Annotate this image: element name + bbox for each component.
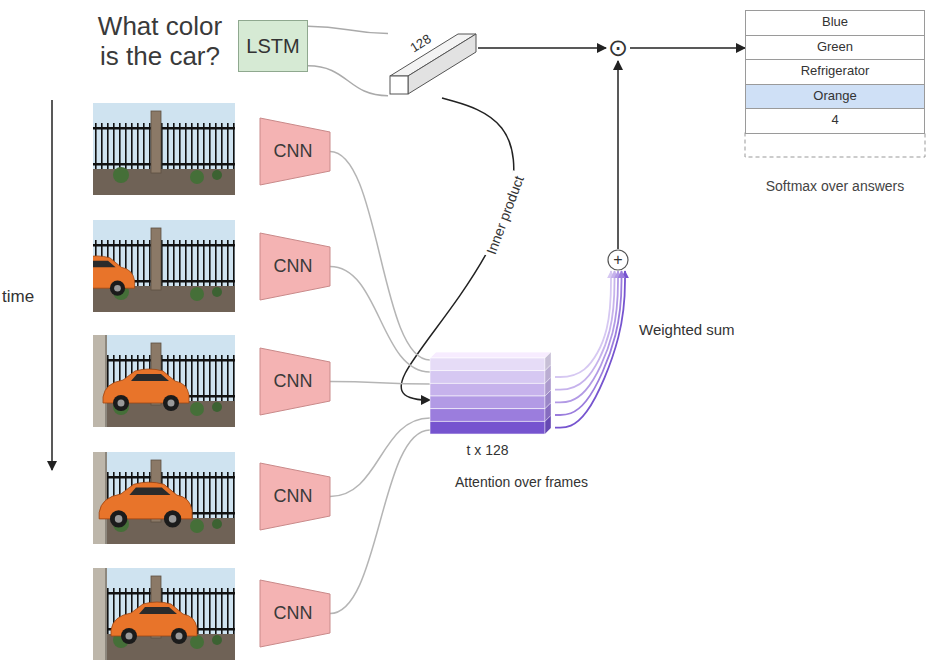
connector <box>617 61 619 249</box>
table-caption: Softmax over answers <box>745 178 925 194</box>
answer-text: Refrigerator <box>801 64 870 79</box>
cnn-box: CNN <box>260 463 330 530</box>
connector <box>308 26 388 33</box>
connector-strand <box>555 271 618 402</box>
lstm-box: LSTM <box>238 20 308 72</box>
question-vector: 128 <box>388 22 478 98</box>
answer-table: Softmax over answers BlueGreenRefrigerato… <box>745 10 925 206</box>
question-text: What color is the car? <box>86 12 234 72</box>
cnn-label: CNN <box>274 603 317 624</box>
connector-strand <box>555 271 622 415</box>
cnn-label: CNN <box>274 256 317 277</box>
answer-cell: Green <box>745 35 925 61</box>
scene-image <box>93 103 235 195</box>
operator-symbol: + <box>613 252 622 268</box>
answer-text: Orange <box>813 89 856 104</box>
operator-symbol: ⊙ <box>608 36 628 60</box>
empty-answer-row <box>745 133 925 158</box>
attention-stack: t x 128 <box>430 350 555 462</box>
connector <box>330 152 430 361</box>
vector-prism <box>388 22 478 98</box>
connector <box>478 47 606 49</box>
axis-label: time <box>2 287 34 307</box>
lstm-label: LSTM <box>246 35 299 58</box>
cnn-box: CNN <box>260 118 330 185</box>
scene-image <box>93 568 235 660</box>
connector <box>330 267 430 373</box>
cnn-label: CNN <box>274 141 317 162</box>
time-arrow <box>51 100 53 470</box>
connector-strand <box>308 66 388 96</box>
caption: Attention over frames <box>455 474 588 490</box>
sum-circle: + <box>607 249 629 271</box>
cnn-label: CNN <box>274 486 317 507</box>
product-symbol: ⊙ <box>606 35 630 61</box>
cnn-label: CNN <box>274 371 317 392</box>
connector <box>630 47 745 49</box>
scene-image <box>93 335 235 427</box>
connector <box>330 418 430 497</box>
answer-cell: Refrigerator <box>745 59 925 85</box>
answer-cell: 4 <box>745 108 925 134</box>
answer-cell: Blue <box>745 10 925 36</box>
stack-size: t x 128 <box>430 442 545 458</box>
connector <box>555 271 625 428</box>
cnn-box: CNN <box>260 580 330 647</box>
answer-text: Blue <box>822 15 848 30</box>
answer-text: Green <box>817 40 853 55</box>
cnn-box: CNN <box>260 233 330 300</box>
edge-label: Weighted sum <box>636 321 738 338</box>
answer-text: 4 <box>831 113 838 128</box>
edge-label: Inner product <box>482 170 528 259</box>
connector <box>330 382 430 385</box>
answer-cell: Orange <box>745 84 925 110</box>
connector-strand <box>555 271 615 390</box>
scene-image <box>53 220 235 312</box>
scene-image <box>93 452 235 544</box>
connector <box>330 430 430 614</box>
cnn-box: CNN <box>260 348 330 415</box>
